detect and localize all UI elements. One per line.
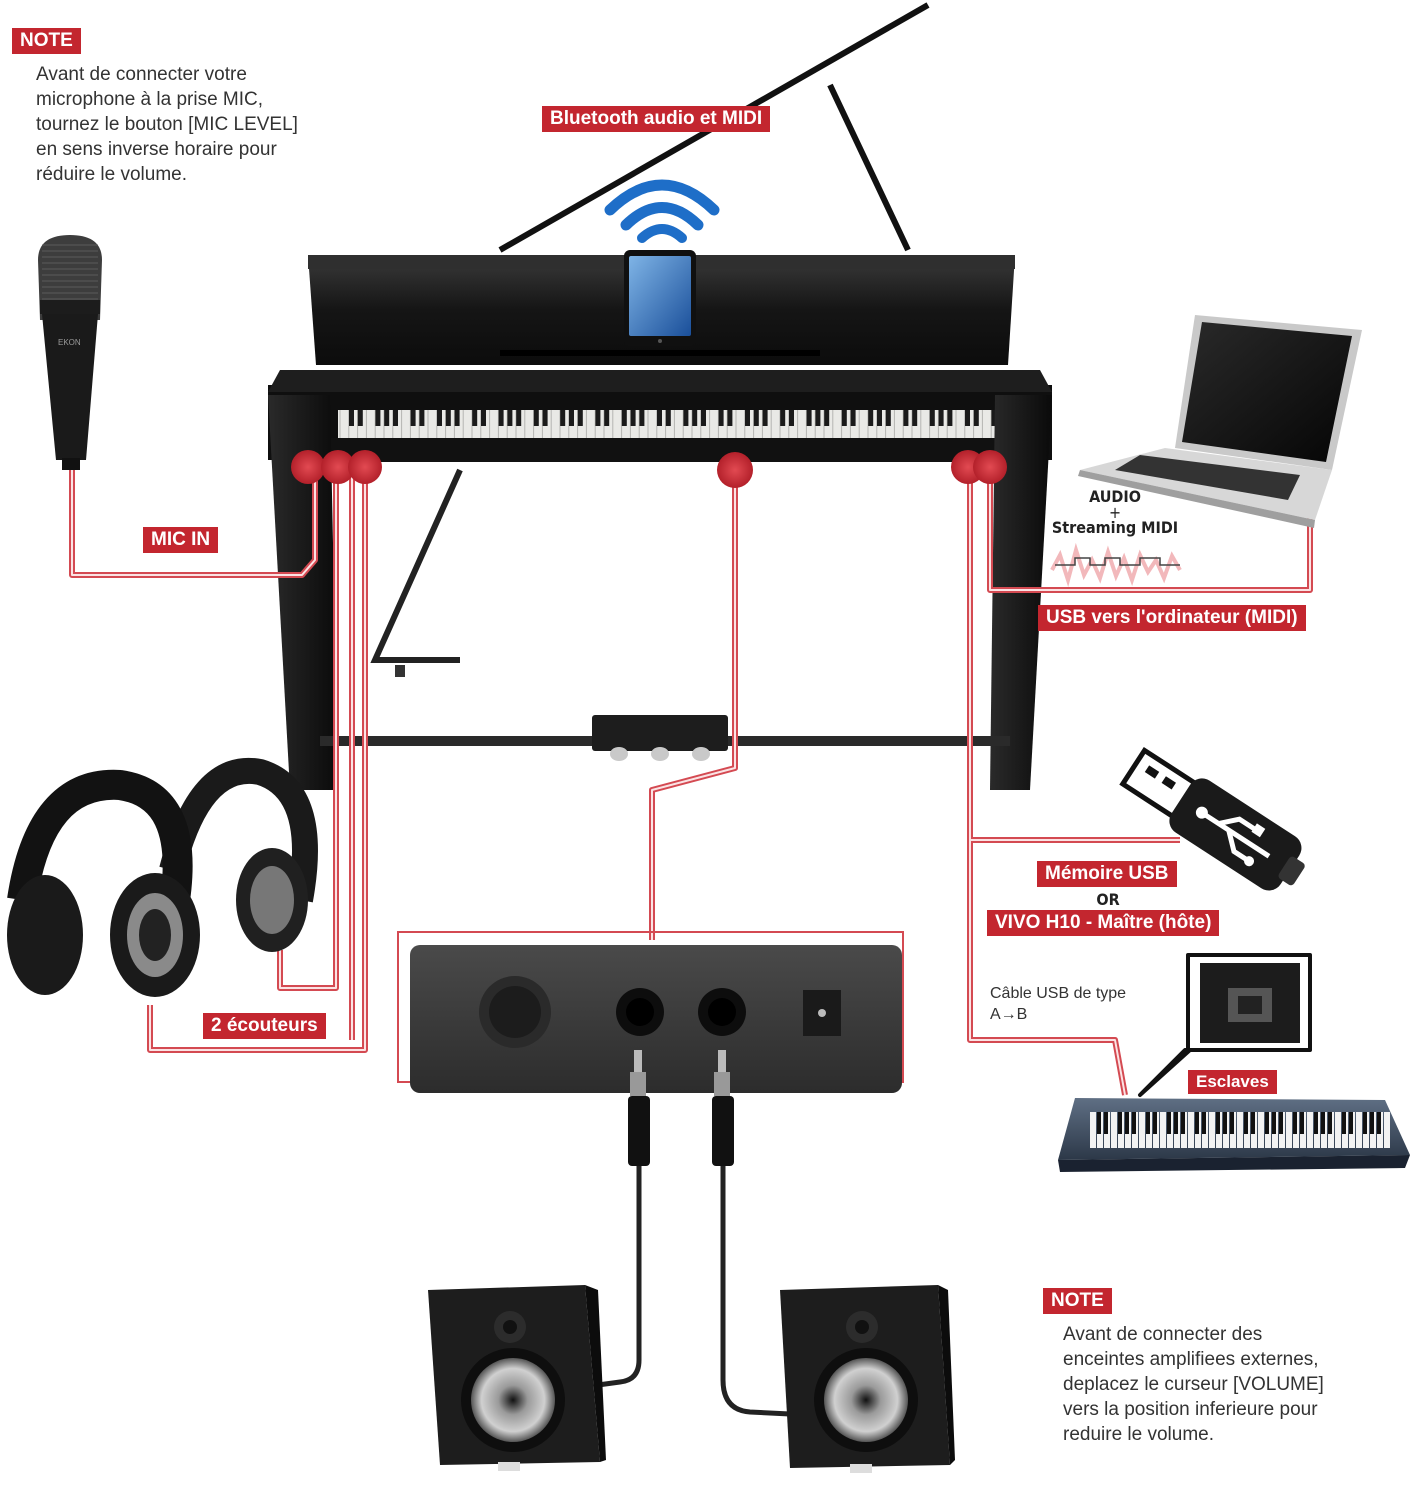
note-line: Avant de connecter votre (36, 64, 247, 85)
jack-plugs (628, 1050, 734, 1166)
usb-stick (1119, 746, 1305, 891)
usb-b-port-callout (1138, 953, 1312, 1097)
label-vivo-host: VIVO H10 - Maître (hôte) (987, 910, 1220, 936)
label-plus: + (1108, 503, 1122, 522)
note-line: vers la position inferieure pour (1063, 1399, 1318, 1420)
midi-port-icon (479, 976, 551, 1048)
usb-symbol-icon (1200, 810, 1271, 862)
audio-wave (1050, 542, 1182, 588)
speaker-cables (597, 1166, 791, 1417)
note-line: enceintes amplifiees externes, (1063, 1349, 1319, 1370)
microphone-brand: EKON (58, 338, 81, 347)
headphones (7, 757, 318, 997)
speaker-right (780, 1285, 955, 1473)
midi-keyboard (1058, 1098, 1410, 1172)
note-text-bottom: Avant de connecter des enceintes amplifi… (1063, 1322, 1324, 1447)
output-panel (397, 931, 904, 1093)
pedal-unit (592, 715, 728, 761)
speaker-left (428, 1285, 606, 1471)
note-line: microphone à la prise MIC, (36, 89, 264, 110)
note-tag-bottom: NOTE (1043, 1288, 1112, 1314)
connection-points (291, 450, 1007, 488)
label-headphones: 2 écouteurs (203, 1013, 326, 1039)
note-line: tournez le bouton [MIC LEVEL] (36, 114, 298, 135)
note-tag-top: NOTE (12, 28, 81, 54)
label-or: OR (1096, 890, 1120, 909)
label-audio: AUDIO (1089, 487, 1141, 506)
note-line: en sens inverse horaire pour (36, 139, 277, 160)
output-jack-right (698, 988, 746, 1036)
laptop (1078, 315, 1362, 528)
label-bluetooth: Bluetooth audio et MIDI (542, 106, 771, 132)
label-streaming-midi: Streaming MIDI (1051, 518, 1179, 537)
tablet (624, 250, 696, 346)
note-line: reduire le volume. (1063, 1424, 1215, 1445)
label-usb-memory: Mémoire USB (1037, 861, 1177, 887)
note-line: deplacez le curseur [VOLUME] (1063, 1374, 1324, 1395)
microphone: EKON (38, 235, 102, 470)
cable-line-2: A→B (990, 1006, 1028, 1023)
note-line: réduire le volume. (36, 164, 188, 185)
dc-power-port-icon (803, 990, 841, 1036)
output-jack-left (616, 988, 664, 1036)
bluetooth-wave-icon (604, 179, 720, 243)
cable-highlights (71, 465, 1311, 1096)
note-text-top: Avant de connecter votre microphone à la… (36, 62, 298, 187)
label-usb-cable: Câble USB de type A→B (990, 983, 1126, 1025)
label-slaves: Esclaves (1188, 1070, 1277, 1094)
note-line: Avant de connecter des (1063, 1324, 1263, 1345)
digital-piano: VIVO (268, 2, 1052, 790)
cable-line-1: Câble USB de type (990, 985, 1127, 1002)
piano-keys (339, 410, 1014, 438)
label-mic-in: MIC IN (143, 527, 219, 553)
label-usb-computer: USB vers l'ordinateur (MIDI) (1038, 605, 1306, 631)
